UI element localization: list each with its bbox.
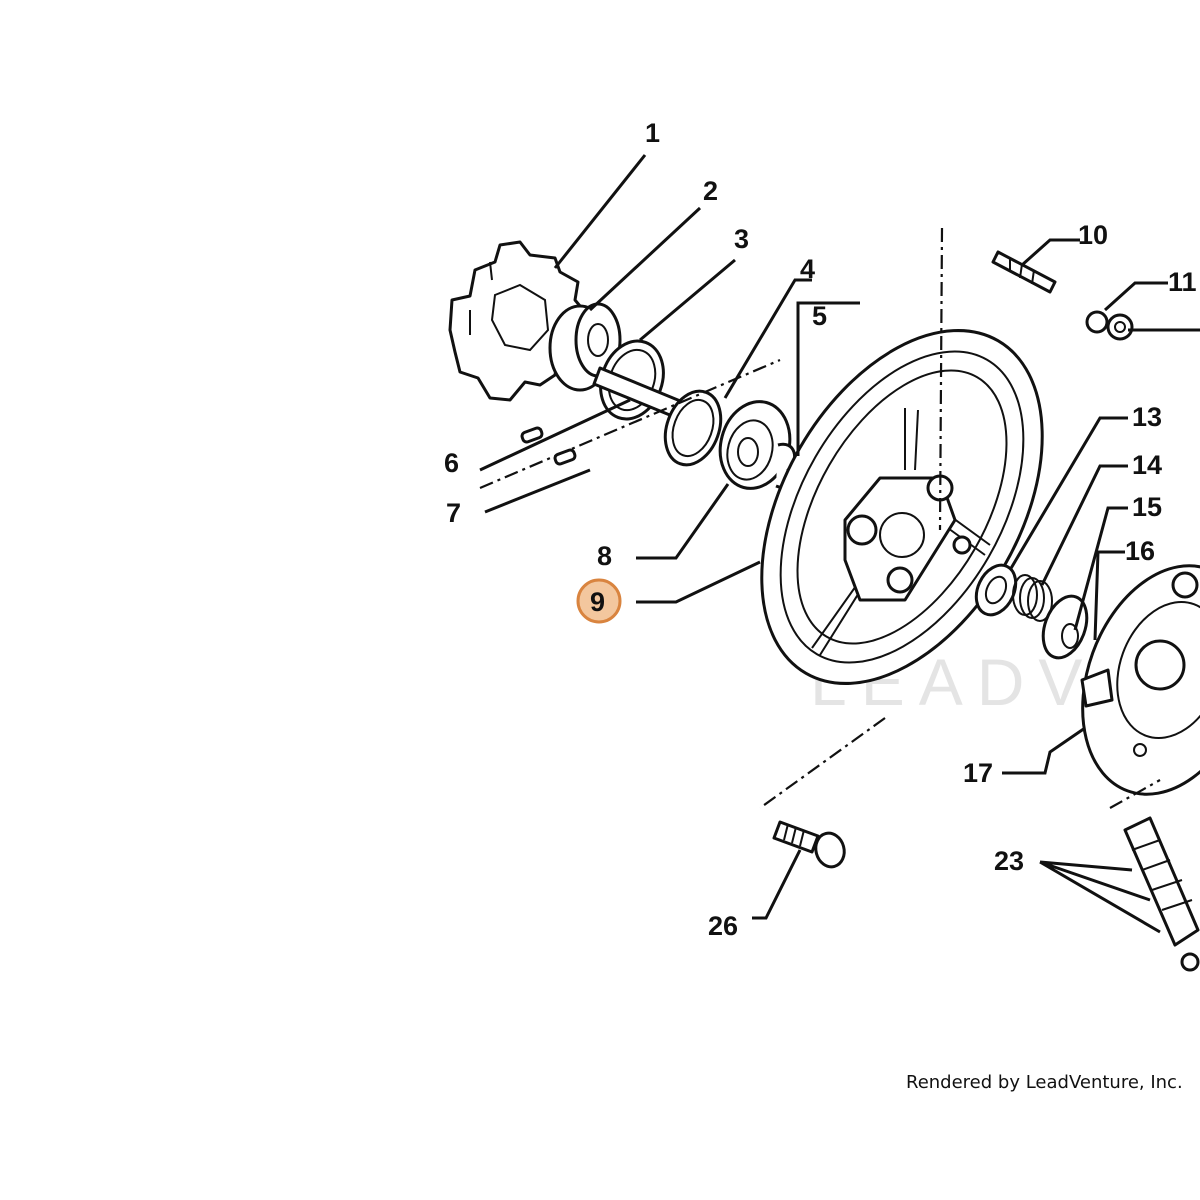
axle-line-vertical	[938, 227, 944, 531]
callout-8[interactable]: 8	[597, 541, 612, 571]
callout-9-highlight	[576, 578, 622, 624]
render-credit: Rendered by LeadVenture, Inc.	[906, 1072, 1183, 1093]
callout-2[interactable]: 2	[703, 176, 718, 206]
callout-4[interactable]: 4	[800, 254, 815, 284]
part-9-wheel	[760, 329, 1044, 685]
callout-15[interactable]: 15	[1132, 492, 1162, 522]
callout-7[interactable]: 7	[446, 498, 461, 528]
callout-6[interactable]: 6	[444, 448, 459, 478]
part-15-washer	[1041, 594, 1089, 660]
callout-17[interactable]: 17	[963, 758, 993, 788]
callout-10[interactable]: 10	[1078, 220, 1108, 250]
part-10-bolt	[991, 250, 1057, 294]
callout-3[interactable]: 3	[734, 224, 749, 254]
part-6-pin	[520, 426, 544, 444]
part-11-nut	[1085, 310, 1134, 341]
leader-lines	[479, 154, 1200, 934]
part-17-housing	[1080, 564, 1200, 796]
part-26-bolt	[772, 820, 846, 869]
callout-11[interactable]: 11	[1168, 267, 1197, 297]
axle-line-diagonal	[479, 358, 781, 490]
callout-16[interactable]: 16	[1125, 536, 1155, 566]
part-14-spring	[1012, 574, 1053, 622]
part-23-springs	[1109, 779, 1200, 972]
callout-13[interactable]: 13	[1132, 402, 1162, 432]
callout-26[interactable]: 26	[708, 911, 738, 941]
callout-numbers: 1 2 3 4 5 6 7 8 9 10 11 13 14 15 16 17 2…	[444, 118, 1197, 941]
callout-1[interactable]: 1	[645, 118, 660, 148]
callout-9[interactable]: 9	[590, 587, 605, 617]
callout-23[interactable]: 23	[994, 846, 1024, 876]
axle-line-lower	[759, 717, 886, 809]
callout-14[interactable]: 14	[1132, 450, 1162, 480]
callout-5[interactable]: 5	[812, 301, 827, 331]
